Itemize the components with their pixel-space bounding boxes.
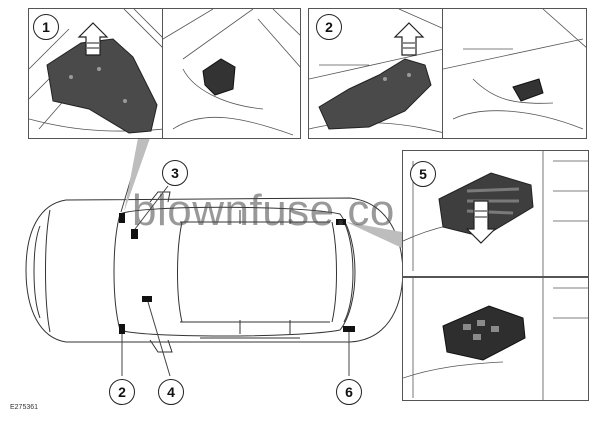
detail-panel-1-fusebox [162, 8, 301, 139]
callout-6: 6 [336, 379, 362, 405]
connector-wedge-5 [346, 222, 402, 248]
marker-fusebox-2 [119, 324, 125, 334]
marker-fusebox-3 [131, 229, 138, 239]
connector-wedge-1 [124, 138, 150, 212]
callout-4: 4 [158, 379, 184, 405]
callout-5: 5 [410, 161, 436, 187]
callout-1: 1 [33, 14, 59, 40]
push-arrow-icon [465, 200, 497, 244]
callout-3: 3 [162, 160, 188, 186]
marker-fusebox-6 [343, 326, 355, 332]
trim-cover-1 [46, 38, 158, 134]
watermark: blownfuse.co [132, 186, 395, 235]
callout-2-vehicle: 2 [109, 379, 135, 405]
trim-cover-2 [318, 58, 432, 130]
lift-arrow-icon [77, 22, 109, 56]
marker-fusebox-5 [336, 219, 346, 225]
figure-reference-code: E275361 [10, 404, 39, 411]
callout-2-detail: 2 [316, 14, 342, 40]
marker-fusebox-4 [142, 296, 152, 302]
lift-arrow-icon [393, 22, 425, 56]
detail-panel-5-fusebox [402, 277, 589, 401]
detail-panel-2-fusebox [442, 8, 587, 139]
marker-fusebox-1 [119, 213, 125, 223]
